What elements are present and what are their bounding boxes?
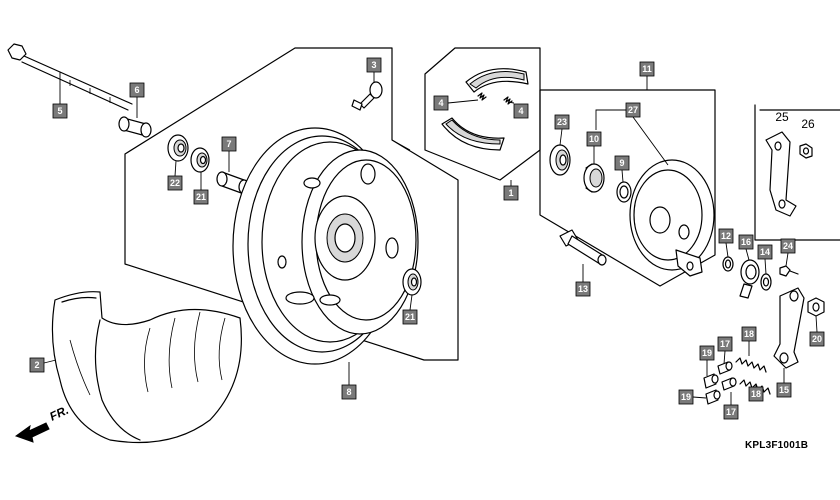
callout-19-lower: 19 [678, 389, 694, 405]
callout-2: 2 [29, 357, 45, 373]
svg-text:21: 21 [196, 192, 206, 202]
svg-text:14: 14 [760, 247, 770, 257]
svg-text:8: 8 [346, 387, 351, 397]
svg-text:16: 16 [741, 237, 751, 247]
svg-text:27: 27 [628, 105, 638, 115]
svg-text:17: 17 [726, 407, 736, 417]
callout-18-upper: 18 [741, 326, 757, 342]
svg-text:22: 22 [170, 178, 180, 188]
diagram-code: KPL3F1001B [745, 440, 809, 451]
callout-27: 27 [625, 102, 641, 118]
kit-label-26: 26 [801, 117, 815, 131]
brake-panel [629, 159, 715, 277]
brake-shoe-upper [465, 68, 529, 93]
collar-19-lower [705, 389, 721, 405]
callout-15: 15 [776, 382, 792, 398]
shoe-springs [477, 92, 513, 105]
svg-text:2: 2 [34, 360, 39, 370]
bearing-21-left [190, 147, 210, 173]
kit-nut-26: 26 [799, 117, 815, 159]
svg-text:19: 19 [702, 348, 712, 358]
bearing-22 [167, 134, 189, 162]
svg-text:4: 4 [518, 106, 523, 116]
svg-text:11: 11 [642, 64, 652, 74]
kit-label-25: 25 [775, 110, 789, 124]
callout-8: 8 [341, 384, 357, 400]
callout-16: 16 [738, 234, 754, 250]
svg-text:20: 20 [812, 334, 822, 344]
washer-9 [616, 181, 632, 203]
pin-17-lower [721, 377, 737, 391]
callout-18-lower: 18 [748, 386, 764, 402]
svg-text:18: 18 [744, 329, 754, 339]
callout-9: 9 [614, 155, 630, 171]
callout-21-right: 21 [402, 309, 418, 325]
brake-arm-15 [773, 287, 805, 369]
svg-text:13: 13 [578, 284, 588, 294]
group-frame-kit [754, 104, 840, 241]
pin-17-upper [717, 361, 733, 375]
spring-18-upper [735, 357, 767, 373]
callout-6: 6 [129, 82, 145, 98]
callout-22: 22 [167, 175, 183, 191]
return-spring-14 [760, 273, 772, 291]
svg-text:7: 7 [226, 139, 231, 149]
callout-12: 12 [718, 228, 734, 244]
callout-21-left: 21 [193, 189, 209, 205]
callout-10: 10 [586, 131, 602, 147]
group-frame-wheel [124, 47, 459, 361]
callout-17-lower: 17 [723, 404, 739, 420]
svg-text:23: 23 [557, 117, 567, 127]
callout-24: 24 [780, 238, 796, 254]
svg-text:10: 10 [589, 134, 599, 144]
callout-17-upper: 17 [717, 336, 733, 352]
callout-19-upper: 19 [699, 345, 715, 361]
svg-text:19: 19 [681, 392, 691, 402]
callout-3: 3 [366, 57, 382, 73]
svg-text:4: 4 [438, 98, 443, 108]
svg-text:1: 1 [508, 188, 513, 198]
callout-14: 14 [757, 244, 773, 260]
callout-13: 13 [575, 281, 591, 297]
svg-text:18: 18 [751, 389, 761, 399]
callout-20: 20 [809, 331, 825, 347]
tire-valve [351, 81, 383, 111]
svg-text:3: 3 [371, 60, 376, 70]
svg-text:21: 21 [405, 312, 415, 322]
svg-text:15: 15 [779, 385, 789, 395]
dust-seal-23 [549, 144, 571, 176]
callout-4-right: 4 [513, 103, 529, 119]
callout-23: 23 [554, 114, 570, 130]
speedometer-gear [583, 163, 605, 193]
callout-1: 1 [503, 185, 519, 201]
front-direction-label: FR. [47, 403, 70, 424]
callout-7: 7 [221, 136, 237, 152]
callout-4-left: 4 [433, 95, 449, 111]
collar-19-upper [703, 373, 719, 389]
brake-shoe-lower [441, 117, 505, 151]
front-direction-arrow: FR. [14, 403, 71, 443]
bearing-21-right [402, 268, 422, 296]
collar-6 [118, 116, 152, 138]
callout-5: 5 [52, 103, 68, 119]
kit-bracket-25: 25 [765, 110, 797, 217]
svg-text:24: 24 [783, 241, 793, 251]
callout-11: 11 [639, 61, 655, 77]
dust-seal-12 [722, 256, 734, 272]
axle-bolt [7, 43, 133, 111]
nut-20 [807, 297, 825, 317]
svg-text:6: 6 [134, 85, 139, 95]
bolt-24 [779, 265, 799, 277]
svg-text:5: 5 [57, 106, 62, 116]
svg-text:17: 17 [720, 339, 730, 349]
wheel-rim [232, 127, 419, 365]
svg-text:9: 9 [619, 158, 624, 168]
brake-cam [559, 229, 607, 266]
indicator-plate-16 [739, 259, 760, 299]
svg-text:12: 12 [721, 231, 731, 241]
tire [51, 291, 242, 444]
